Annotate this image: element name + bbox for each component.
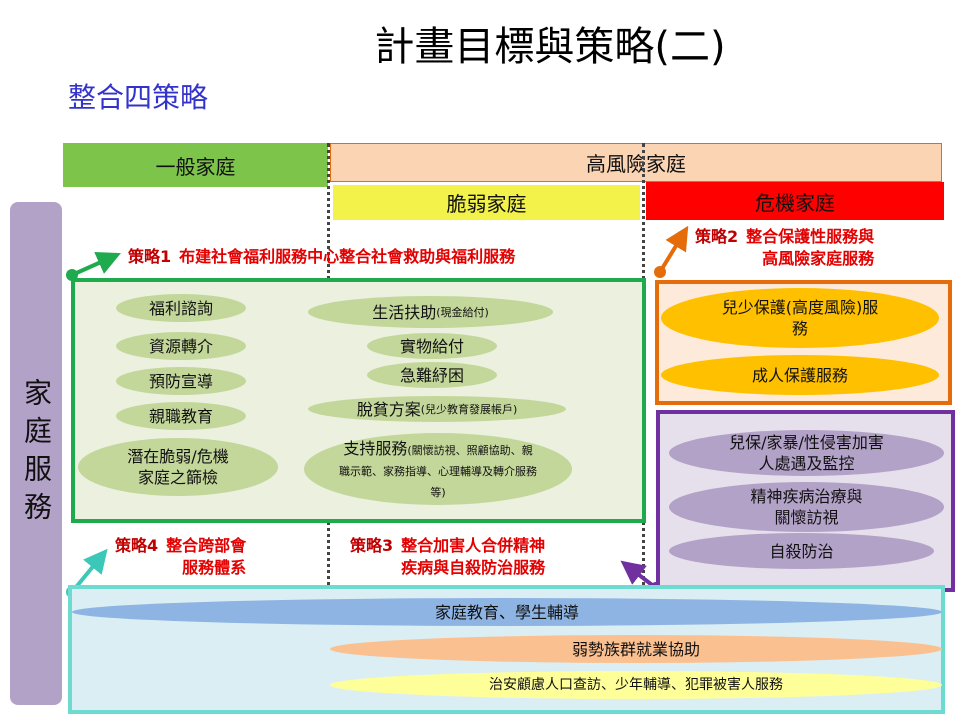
- service-ellipse: 弱勢族群就業協助: [330, 635, 942, 663]
- service-ellipse: 福利諮詢: [116, 294, 246, 322]
- header-high-risk-family: 高風險家庭: [330, 143, 942, 182]
- header-general-family: 一般家庭: [63, 143, 328, 187]
- service-ellipse: 治安顧慮人口查訪、少年輔導、犯罪被害人服務: [330, 671, 942, 699]
- service-ellipse: 精神疾病治療與關懷訪視: [669, 482, 944, 532]
- subtitle: 整合四策略: [68, 81, 209, 114]
- header-crisis-family: 危機家庭: [646, 182, 944, 220]
- page-title: 計畫目標與策略(二): [374, 24, 726, 70]
- service-ellipse: 兒保/家暴/性侵害加害人處遇及監控: [669, 430, 944, 476]
- service-ellipse: 脫貧方案(兒少教育發展帳戶): [308, 396, 566, 422]
- service-ellipse: 生活扶助(現金給付): [308, 296, 553, 328]
- service-ellipse: 潛在脆弱/危機家庭之篩檢: [78, 438, 278, 496]
- service-ellipse: 成人保護服務: [661, 355, 939, 395]
- strategy2-arrow: [654, 225, 689, 278]
- service-ellipse: 實物給付: [367, 333, 497, 359]
- family-services-label: 家庭服務: [10, 202, 62, 705]
- service-ellipse: 急難紓困: [367, 362, 497, 388]
- service-ellipse: 預防宣導: [116, 367, 246, 395]
- service-ellipse: 家庭教育、學生輔導: [72, 598, 942, 626]
- service-ellipse: 親職教育: [116, 402, 246, 430]
- service-ellipse: 資源轉介: [116, 332, 246, 360]
- service-ellipse: 自殺防治: [669, 533, 934, 569]
- service-ellipse: 兒少保護(高度風險)服務: [661, 288, 939, 348]
- header-vulnerable-family: 脆弱家庭: [333, 185, 640, 220]
- service-ellipse: 支持服務(關懷訪視、照顧協助、親職示範、家務指導、心理輔導及轉介服務等): [304, 433, 572, 505]
